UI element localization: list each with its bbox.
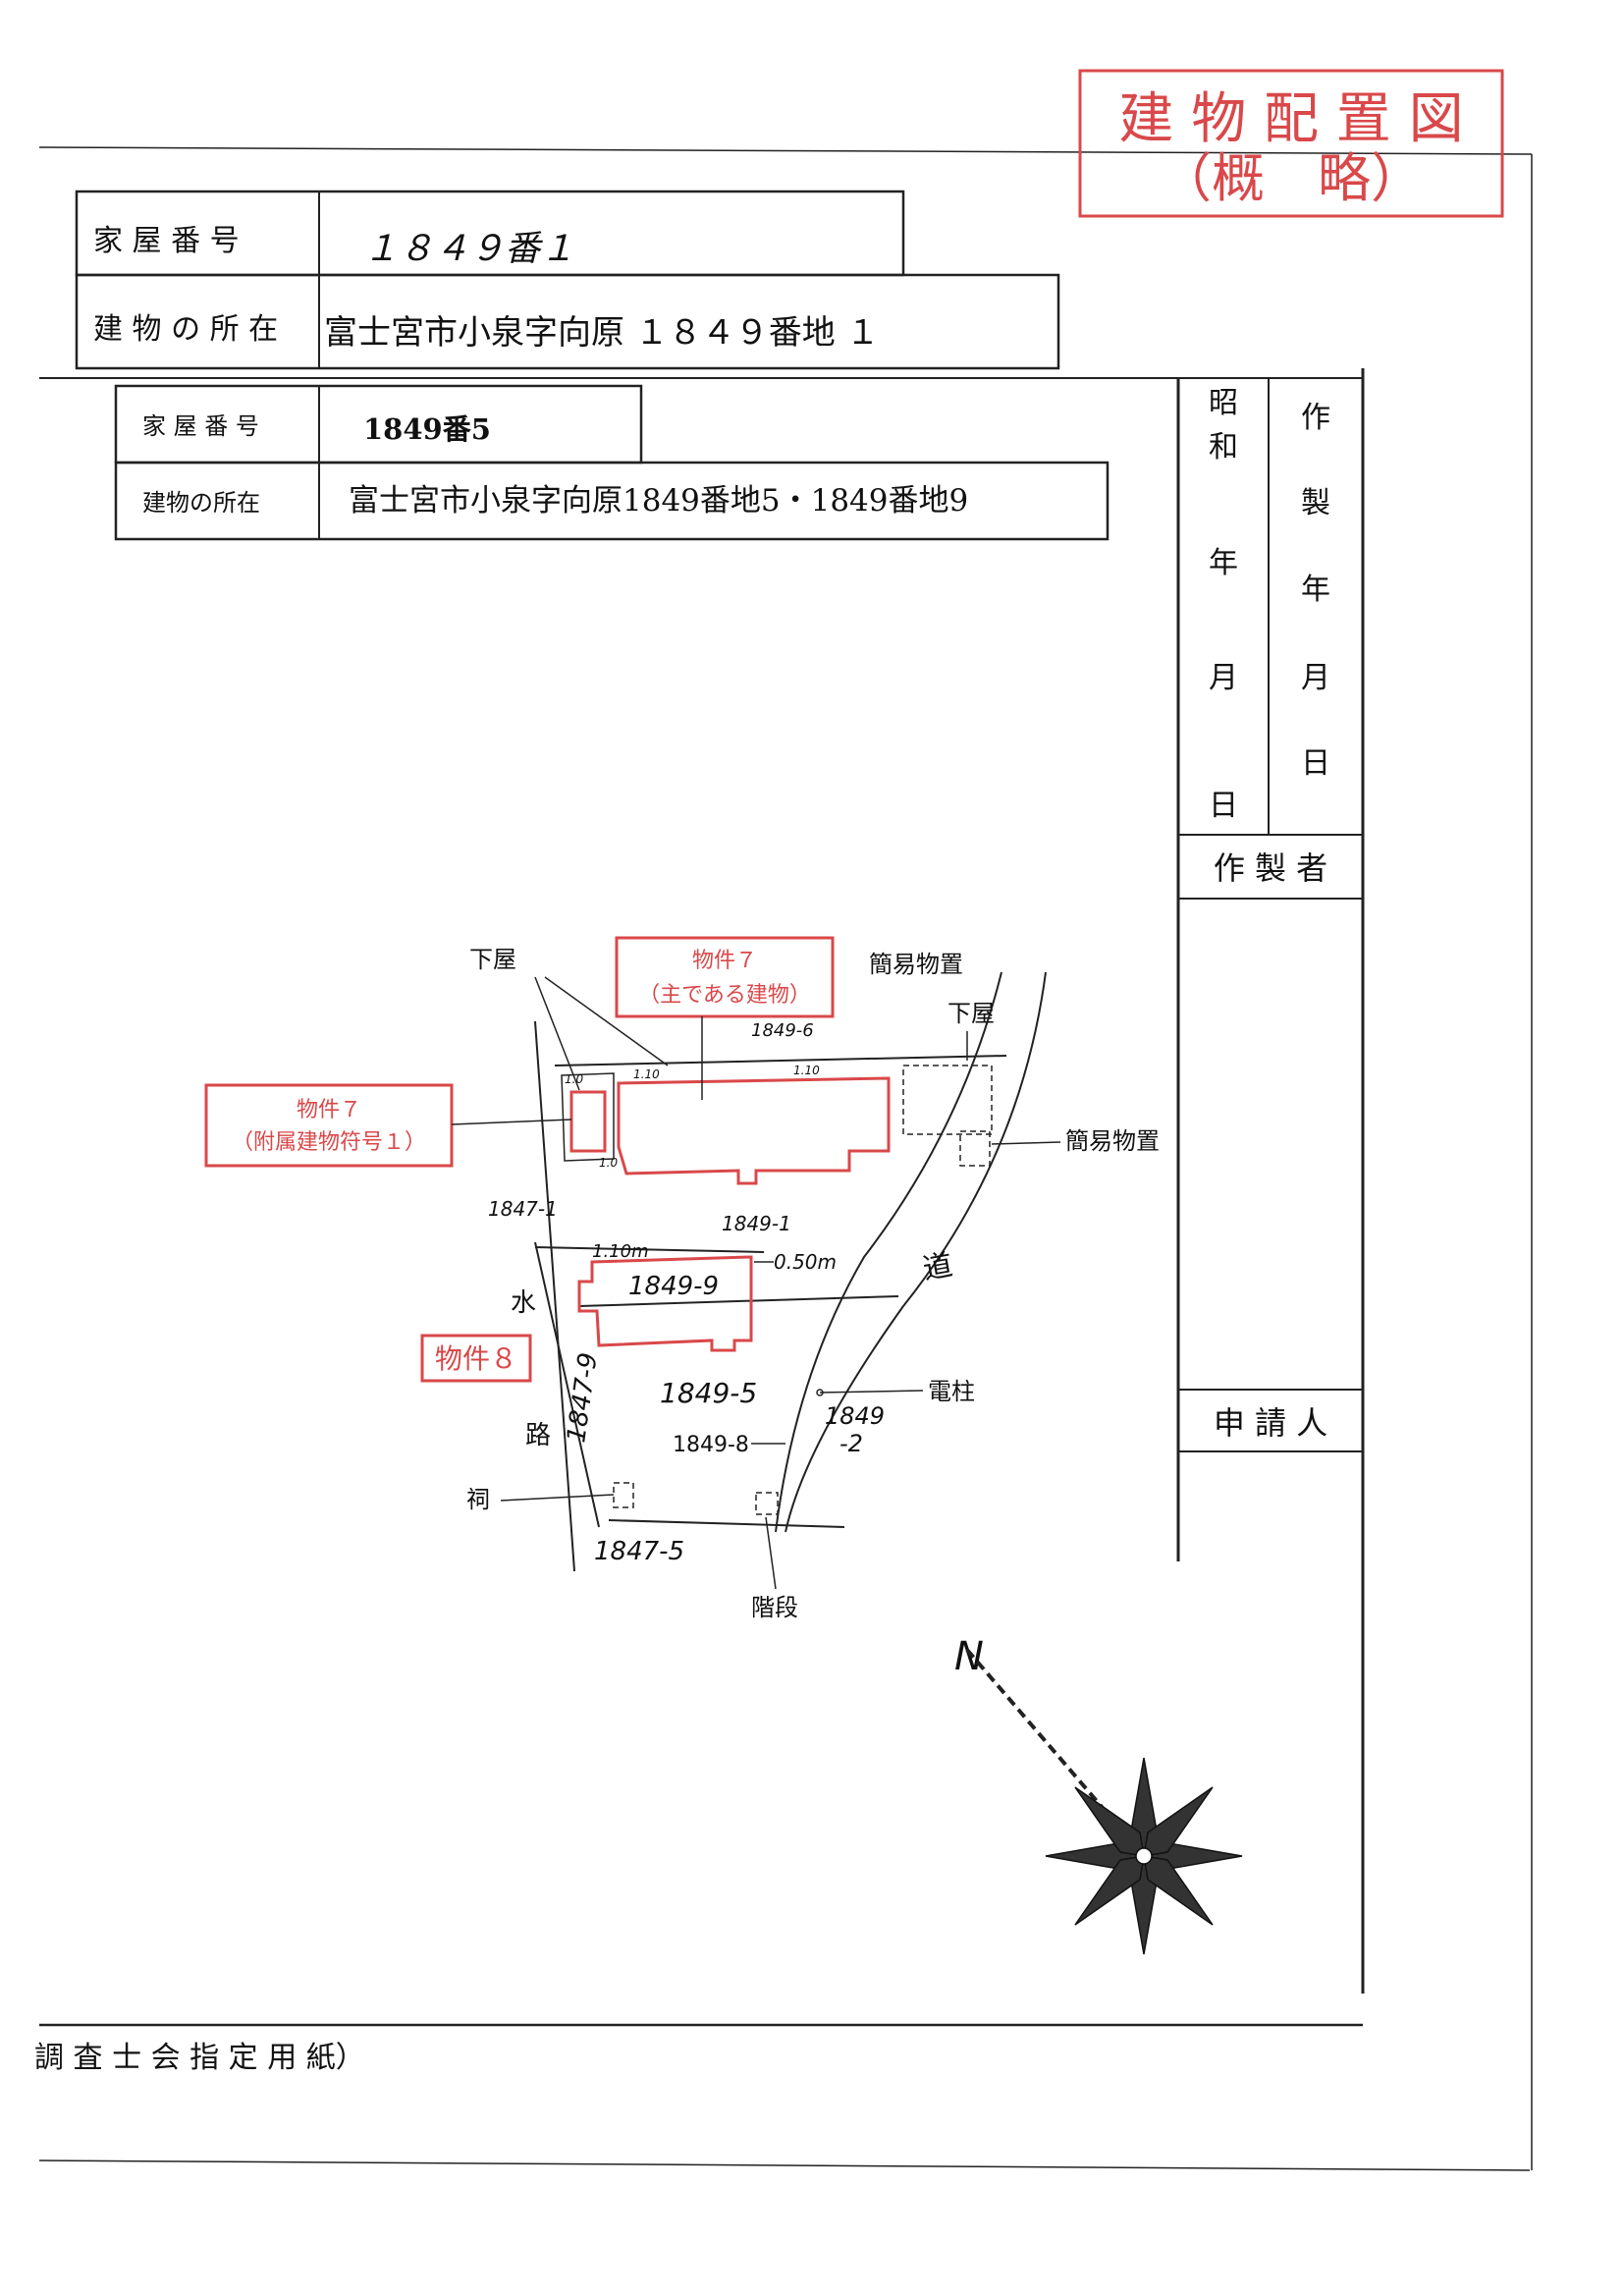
made-char-1: 作	[1301, 401, 1330, 435]
label-lot-1849-1: 1849-1	[722, 1212, 791, 1235]
callout-property7-annex: 物件７ （附属建物符号１）	[204, 1083, 572, 1168]
property7-main-outline	[617, 1076, 891, 1185]
house-no-value-2: 1849番5	[363, 412, 491, 446]
label-dist-050: 0.50m	[774, 1250, 837, 1274]
label-lot-1849-2-top: 1849	[825, 1402, 885, 1430]
label-small-110: 1.10	[633, 1067, 660, 1081]
house-no-value-1: １８４９番１	[363, 229, 575, 269]
shimoya-leaders	[534, 976, 968, 1091]
made-char-2: 製	[1301, 486, 1330, 520]
header-table-1	[39, 190, 1363, 379]
label-lot-1849-2-bottom: -2	[839, 1430, 863, 1457]
creator-label: 作 製 者	[1214, 849, 1327, 887]
house-no-label-2: 家 屋 番 号	[142, 412, 259, 440]
applicant-label: 申 請 人	[1214, 1404, 1327, 1442]
era-char-3: 年	[1209, 546, 1238, 580]
property8-outline	[577, 1255, 753, 1352]
lot-boundaries	[534, 971, 1047, 1572]
label-small-10: 1.0	[565, 1072, 583, 1086]
label-waterway-char2: 路	[525, 1421, 551, 1450]
house-no-label-1: 家 屋 番 号	[93, 224, 240, 258]
callout-property8-text: 物件８	[435, 1342, 517, 1375]
callout-property8: 物件８	[420, 1334, 532, 1383]
simple-storage-sheds	[613, 1065, 993, 1515]
header-table-2	[114, 384, 1110, 541]
north-label: N	[954, 1634, 984, 1679]
page-frame	[38, 146, 1533, 2171]
location-label-1: 建 物 の 所 在	[93, 312, 278, 347]
label-simple-storage-top: 簡易物置	[869, 951, 963, 978]
label-simple-storage-right: 簡易物置	[1065, 1127, 1160, 1155]
era-char-5: 日	[1209, 789, 1238, 823]
callout-property7-annex-line1: 物件７	[297, 1098, 361, 1122]
stamp-subtitle: （概 略）	[1159, 147, 1424, 209]
location-label-2: 建物の所在	[142, 489, 260, 517]
label-shrine: 祠	[466, 1486, 490, 1513]
location-value-2: 富士宮市小泉字向原1849番地5・1849番地9	[349, 483, 968, 519]
label-small-110b: 1.10	[793, 1064, 820, 1077]
label-lot-1847-5: 1847-5	[594, 1537, 684, 1566]
era-char-2: 和	[1209, 430, 1238, 465]
made-date-column: 作 製 年 月 日	[1301, 401, 1330, 781]
label-lot-1849-5: 1849-5	[660, 1377, 757, 1409]
title-stamp: 建 物 配 置 図 （概 略）	[1078, 69, 1504, 218]
callout-property7-main-line1: 物件７	[692, 949, 757, 973]
label-stairs: 階段	[751, 1594, 798, 1621]
label-lot-1847-1: 1847-1	[488, 1197, 558, 1221]
callout-property7-main: 物件７ （主である建物）	[615, 936, 835, 1100]
site-diagram: 物件７ （主である建物） 物件７ （附属建物符号１） 物件８ 下屋 下屋 簡易物…	[204, 936, 1160, 1621]
label-shimoya-left: 下屋	[469, 946, 516, 973]
label-shimoya-right: 下屋	[947, 1000, 995, 1027]
location-value-1: 富士宮市小泉字向原 １８４９番地 １	[324, 313, 880, 353]
callout-property7-main-line2: （主である建物）	[638, 983, 811, 1008]
label-lot-1847-9: 1847-9	[562, 1351, 604, 1445]
era-column: 昭 和 年 月 日	[1209, 386, 1238, 823]
property7-footprint	[561, 1072, 615, 1162]
made-char-5: 日	[1301, 746, 1330, 781]
label-lot-1849-8: 1849-8	[673, 1433, 749, 1457]
label-small-10b: 1.0	[599, 1156, 618, 1170]
label-utility-pole: 電柱	[928, 1378, 975, 1405]
label-lot-1849-9: 1849-9	[628, 1272, 719, 1301]
made-char-4: 月	[1301, 661, 1330, 695]
made-char-3: 年	[1301, 573, 1330, 607]
label-dist-110: 1.10m	[592, 1241, 649, 1262]
label-lot-1849-6: 1849-6	[751, 1020, 814, 1041]
compass-rose-icon	[1045, 1757, 1243, 1955]
side-column	[1176, 378, 1363, 1561]
footer-note: 調 査 士 会 指 定 用 紙）	[34, 2041, 365, 2075]
north-compass: N	[954, 1634, 1243, 1955]
era-char-1: 昭	[1209, 386, 1238, 420]
callout-property7-annex-line2: （附属建物符号１）	[232, 1130, 426, 1155]
label-waterway-char1: 水	[511, 1288, 536, 1318]
era-char-4: 月	[1209, 661, 1238, 695]
stamp-title: 建 物 配 置 図	[1118, 87, 1463, 151]
label-road: 道	[920, 1248, 955, 1287]
property7-annex-outline	[569, 1090, 607, 1153]
